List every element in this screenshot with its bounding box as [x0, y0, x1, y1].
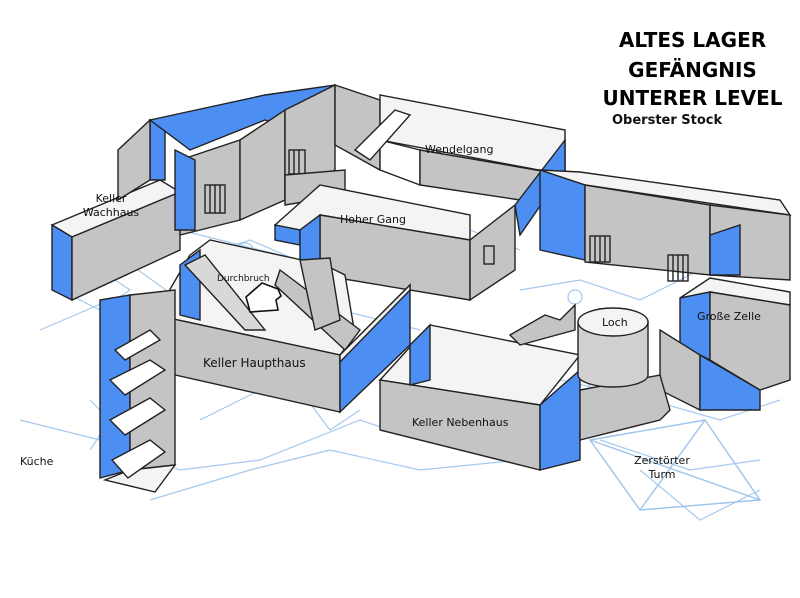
grosse-zelle-block [659, 277, 791, 412]
map-subtitle: Oberster Stock [612, 113, 723, 128]
map-title-line-1: ALTES LAGER [618, 28, 767, 52]
loch-cylinder [508, 303, 649, 388]
room-label-durchbruch: Durchbruch [217, 274, 270, 284]
keller-wachhaus-block [50, 118, 182, 302]
room-label-keller-wachhaus: Keller Wachhaus [82, 192, 140, 219]
hoher-gang-block [273, 169, 516, 302]
keller-nebenhaus-block [378, 323, 671, 471]
room-label-zerstoerter-turm: Zerstörter Turm [634, 454, 690, 481]
wendelgang-block [334, 84, 566, 237]
room-label-loch: Loch [602, 316, 628, 329]
room-label-wendelgang: Wendelgang [425, 143, 494, 156]
keller-haupthaus-block [152, 239, 411, 414]
map-title-line-3: UNTERER LEVEL [602, 86, 783, 110]
stairwell-block [99, 289, 177, 493]
zerstoerter-turm-outline [588, 419, 762, 511]
room-label-hoher-gang: Hoher Gang [340, 213, 406, 226]
room-label-grosse-zelle: Große Zelle [697, 310, 761, 323]
room-label-kueche: Küche [20, 455, 54, 468]
map-title-line-2: GEFÄNGNIS [628, 58, 757, 82]
room-label-keller-haupthaus: Keller Haupthaus [203, 356, 306, 370]
room-label-keller-nebenhaus: Keller Nebenhaus [412, 416, 509, 429]
right-wing-block [539, 169, 792, 282]
